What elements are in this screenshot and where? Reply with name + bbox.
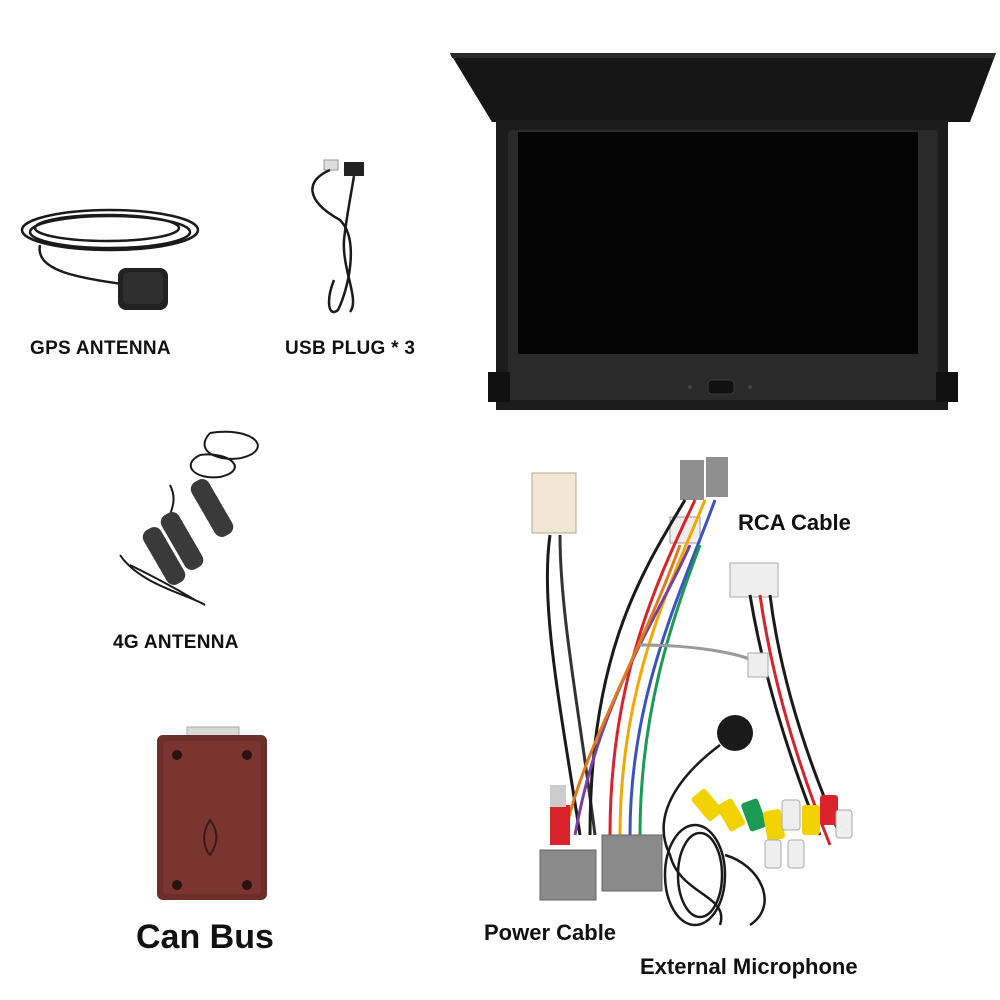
usb-plug-image [311, 159, 364, 314]
4g-antenna-label: 4G ANTENNA [113, 632, 239, 653]
rca-cable-label: RCA Cable [738, 510, 851, 535]
external-microphone-label: External Microphone [640, 954, 858, 979]
usb-plug-label: USB PLUG * 3 [285, 338, 416, 359]
wiring-harness-image [531, 457, 853, 927]
head-unit-display [450, 53, 996, 410]
gps-antenna-label: GPS ANTENNA [30, 338, 171, 359]
canbus-box-image [157, 726, 267, 900]
power-cable-label: Power Cable [484, 920, 617, 945]
4g-antenna-image [119, 430, 259, 606]
canbus-label: Can Bus [136, 918, 274, 956]
gps-antenna-image [20, 208, 200, 310]
